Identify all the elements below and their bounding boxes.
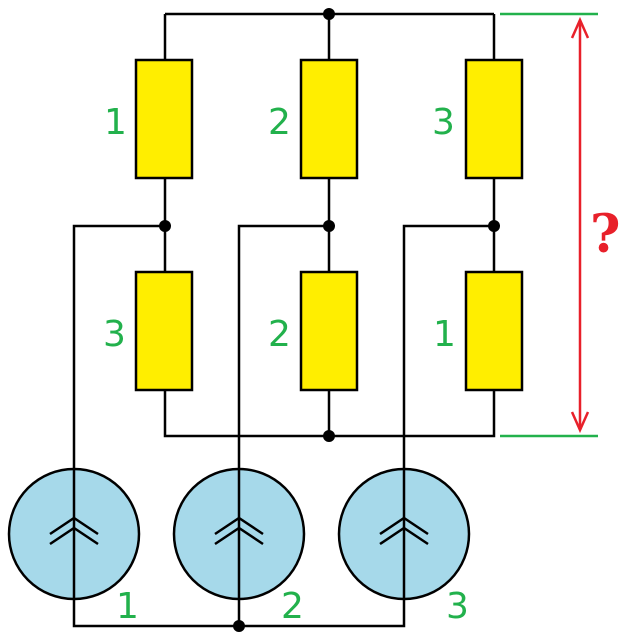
source-3-label: 3 xyxy=(446,586,469,627)
source-2-label: 2 xyxy=(281,586,304,627)
resistor-top-2 xyxy=(299,58,359,180)
junction-dot xyxy=(488,220,500,232)
junction-dots xyxy=(159,8,500,632)
top-bus xyxy=(163,12,496,60)
junction-dot xyxy=(323,8,335,20)
source-through-wires xyxy=(72,469,406,599)
source-1-label: 1 xyxy=(116,586,139,627)
bottom-bus xyxy=(163,390,496,438)
measurement-indicator xyxy=(500,12,598,438)
junction-dot xyxy=(233,620,245,632)
junction-dot xyxy=(159,220,171,232)
resistor-bottom-1-label: 3 xyxy=(103,314,126,355)
resistor-bottom-3 xyxy=(464,270,524,392)
resistor-top-3-label: 3 xyxy=(432,102,455,143)
resistor-bottom-2-label: 2 xyxy=(268,314,291,355)
double-headed-arrow-icon xyxy=(570,16,590,434)
junction-dot xyxy=(323,220,335,232)
resistor-top-1-label: 1 xyxy=(104,102,127,143)
junction-dot xyxy=(323,430,335,442)
resistor-top-3 xyxy=(464,58,524,180)
resistor-top-2-label: 2 xyxy=(268,102,291,143)
resistor-bottom-2 xyxy=(299,270,359,392)
question-mark: ? xyxy=(590,204,620,265)
resistor-bottom-3-label: 1 xyxy=(433,314,456,355)
resistor-bottom-1 xyxy=(134,270,194,392)
resistor-top-1 xyxy=(134,58,194,180)
